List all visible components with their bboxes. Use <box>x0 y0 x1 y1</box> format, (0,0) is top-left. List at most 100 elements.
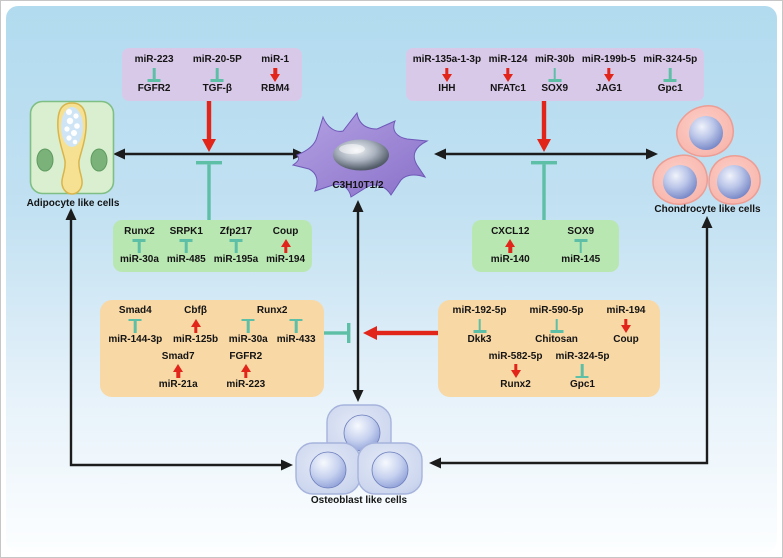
gene-or-mirna-label: Coup <box>613 333 639 345</box>
gene-or-mirna-label: CXCL12 <box>491 225 530 237</box>
regulation-links: Chitosan <box>535 318 578 347</box>
gene-or-mirna-label: miR-135a-1-3p <box>412 54 482 65</box>
activation-arrow-icon <box>267 68 283 82</box>
gene-or-mirna-label: Coup <box>272 225 299 237</box>
gene-or-mirna-label: SRPK1 <box>169 225 203 237</box>
activation-arrow-icon <box>439 68 455 82</box>
gene-or-mirna-label: miR-1 <box>261 54 290 65</box>
gene-or-mirna-label: FGFR2 <box>229 350 263 362</box>
regulation-link: miR-485 <box>167 238 206 267</box>
regulation-link: Coup <box>613 318 639 347</box>
gene-or-mirna-label: miR-194 <box>606 305 646 317</box>
c3h10t12-illustration <box>291 111 429 198</box>
c3h10t12-label: C3H10T1/2 <box>332 180 384 191</box>
gene-or-mirna-label: miR-21a <box>158 379 198 391</box>
regulation-links: SOX9 <box>541 67 568 96</box>
gene-or-mirna-label: miR-20-5P <box>192 54 242 65</box>
gene-or-mirna-label: RBM4 <box>261 82 290 94</box>
inhibition-icon <box>574 364 590 378</box>
regulation-link: NFATc1 <box>490 67 526 96</box>
activation-arrow-icon <box>278 239 294 253</box>
inhibition-icon <box>662 68 678 82</box>
regulation-links: FGFR2 <box>138 67 171 96</box>
regulation-links: miR-223 <box>226 363 265 392</box>
gene-or-mirna-label: miR-199b-5 <box>581 54 636 65</box>
regulation-link: FGFR2 <box>138 67 171 96</box>
osteoblast-label: Osteoblast like cells <box>310 495 408 506</box>
activation-arrow-icon <box>618 319 634 333</box>
regulation-link: miR-194 <box>266 238 305 267</box>
inhibition-icon <box>240 319 256 333</box>
gene-or-mirna-label: Runx2 <box>256 305 288 317</box>
gene-or-mirna-label: miR-223 <box>226 379 266 391</box>
regulation-links: Coup <box>613 318 639 347</box>
regulation-links: Runx2 <box>500 363 531 392</box>
regulation-link: miR-125b <box>173 318 218 347</box>
gene-or-mirna-label: miR-582-5p <box>488 350 543 362</box>
regulation-link: RBM4 <box>261 67 289 96</box>
inhibition-icon <box>472 319 488 333</box>
regulation-links: TGF-β <box>203 67 232 96</box>
inhibition-icon <box>547 68 563 82</box>
gene-or-mirna-label: miR-30b <box>534 54 575 65</box>
regulation-link: Chitosan <box>535 318 578 347</box>
regulation-links: miR-30a <box>120 238 159 267</box>
regulation-links: miR-485 <box>167 238 206 267</box>
inhibition-icon <box>549 319 565 333</box>
regulation-links: miR-145 <box>561 238 600 267</box>
gene-or-mirna-label: NFATc1 <box>490 82 526 94</box>
regulation-link: miR-223 <box>226 363 265 392</box>
activation-arrow-icon <box>188 319 204 333</box>
gene-or-mirna-label: miR-195a <box>213 254 259 265</box>
regulation-link: miR-21a <box>159 363 198 392</box>
gene-or-mirna-label: TGF-β <box>202 82 232 94</box>
regulation-link: miR-195a <box>214 238 258 267</box>
regulation-links: miR-195a <box>214 238 258 267</box>
adipocyte-label: Adipocyte like cells <box>26 198 120 209</box>
gene-or-mirna-label: miR-125b <box>173 333 219 345</box>
inhibition-icon <box>178 239 194 253</box>
activation-arrow-icon <box>601 68 617 82</box>
activation-arrow-icon <box>500 68 516 82</box>
activation-arrow-icon <box>502 239 518 253</box>
inhibition-icon <box>146 68 162 82</box>
gene-or-mirna-label: miR-192-5p <box>452 305 507 317</box>
gene-or-mirna-label: IHH <box>438 82 456 94</box>
gene-or-mirna-label: miR-223 <box>134 54 174 65</box>
regulation-links: JAG1 <box>596 67 622 96</box>
regulation-links: IHH <box>438 67 455 96</box>
gene-or-mirna-label: miR-324-5p <box>643 54 698 65</box>
inhibition-icon <box>127 319 143 333</box>
regulation-links: miR-194 <box>266 238 305 267</box>
gene-or-mirna-label: Gpc1 <box>657 82 683 94</box>
regulation-links: miR-125b <box>173 318 218 347</box>
gene-or-mirna-label: miR-324-5p <box>555 350 610 362</box>
